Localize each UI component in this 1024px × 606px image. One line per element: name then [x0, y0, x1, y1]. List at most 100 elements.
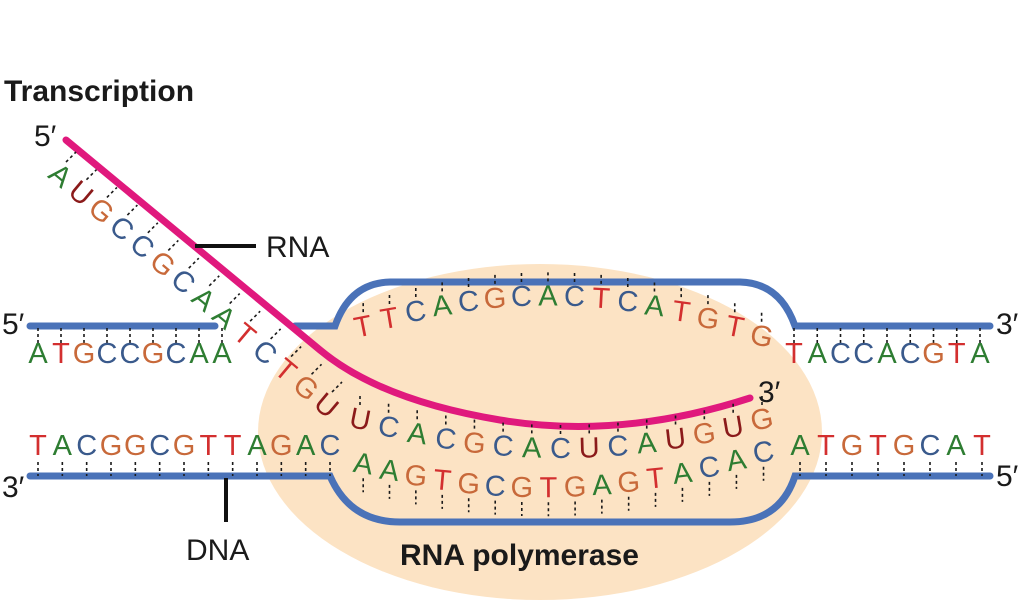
rna-3-prime-label: 3′: [758, 376, 781, 409]
rna-diagonal-tick-5: [147, 222, 159, 234]
top-bubble-base-15: T: [723, 310, 747, 345]
top-left-base-3: G: [73, 338, 96, 370]
rna-curve-base-11: A: [636, 427, 659, 461]
bottom-right-base-3: G: [841, 430, 864, 462]
rna-diagonal-tick-9: [229, 292, 241, 305]
bottom-left-base-7: G: [173, 430, 196, 462]
rna-diagonal-tick-13: [310, 363, 323, 375]
bottom-bubble-base-10: A: [591, 469, 613, 502]
bottom-left-base-1: T: [29, 430, 47, 462]
top-bubble-base-4: A: [431, 289, 454, 323]
bottom-left-base-11: G: [270, 430, 293, 462]
rna-label: RNA: [266, 231, 329, 264]
top-bubble-base-2: T: [378, 302, 401, 337]
bottom-right-base-2: T: [817, 430, 835, 462]
bottom-bubble-base-9: G: [563, 471, 586, 504]
top-right-base-2: A: [808, 338, 828, 370]
top-bubble-base-13: T: [670, 295, 692, 329]
rna-curve-base-4: C: [434, 422, 458, 456]
rna-5-prime-label: 5′: [34, 120, 57, 153]
rna-polymerase-label: RNA polymerase: [400, 539, 639, 572]
dna-label: DNA: [186, 534, 249, 567]
bottom-left-base-5: G: [124, 430, 147, 462]
rna-curve-base-12: U: [663, 422, 687, 456]
top-left-base-7: C: [166, 338, 187, 370]
bottom-bubble-base-3: G: [403, 459, 429, 493]
bottom-bubble-base-6: C: [484, 470, 506, 503]
rna-diagonal-tick-14: [331, 381, 343, 393]
bottom-left-base-10: A: [247, 430, 267, 462]
rna-diagonal-tick-1: [65, 151, 77, 163]
bottom-left-base-9: T: [224, 430, 242, 462]
rna-curve-base-10: C: [607, 430, 630, 463]
rna-curve-base-5: G: [462, 427, 487, 461]
bottom-left-base-13: C: [320, 430, 341, 462]
bottom-bubble-base-5: G: [456, 468, 481, 501]
rna-diagonal-tick-6: [167, 239, 179, 252]
rna-curve-base-6: C: [492, 430, 515, 463]
top-bubble-base-10: T: [591, 282, 611, 315]
top-right-base-1: T: [785, 338, 803, 370]
bottom-left-base-3: C: [76, 430, 97, 462]
top-right-base-5: A: [877, 338, 897, 370]
bottom-strand-5-prime-label: 5′: [996, 460, 1019, 493]
rna-diagonal-tick-3: [106, 186, 118, 198]
top-right-base-8: T: [948, 338, 966, 370]
top-bubble-base-9: C: [564, 281, 586, 314]
top-right-base-7: G: [922, 338, 945, 370]
bottom-bubble-base-8: T: [539, 472, 557, 504]
bottom-strand-3-prime-label: 3′: [2, 471, 25, 504]
rna-diagonal-tick-12: [290, 346, 302, 358]
base-pair-ticks: [37, 151, 983, 517]
top-left-base-5: C: [120, 338, 141, 370]
top-bubble-base-7: C: [511, 281, 533, 314]
rna-polymerase-body: [258, 264, 822, 600]
bottom-bubble-base-7: G: [510, 472, 533, 504]
rna-diagonal-tick-2: [85, 169, 98, 181]
bottom-bubble-base-12: T: [645, 462, 666, 496]
rna-strand: [62, 136, 754, 430]
bottom-left-base-8: T: [199, 430, 217, 462]
title: Transcription: [4, 75, 194, 108]
bottom-bubble-base-11: G: [616, 466, 641, 500]
top-left-base-2: T: [52, 338, 70, 370]
dna-bottom-strand: [26, 472, 994, 526]
rna-diagonal-tick-11: [270, 328, 282, 340]
top-bubble-base-3: C: [403, 295, 428, 330]
bottom-right-base-7: A: [946, 430, 966, 462]
top-right-base-3: C: [830, 338, 851, 370]
top-right-base-9: A: [970, 338, 990, 370]
bottom-right-base-8: T: [973, 430, 991, 462]
bottom-right-base-6: C: [920, 430, 941, 462]
top-bubble-base-12: A: [643, 289, 666, 323]
rna-diagonal-tick-10: [249, 310, 261, 322]
top-bubble-base-1: T: [351, 310, 375, 345]
bottom-left-base-12: A: [296, 430, 316, 462]
rna-diagonal-tick-7: [188, 257, 200, 269]
top-bubble-base-6: G: [483, 282, 507, 315]
top-right-base-4: C: [853, 338, 874, 370]
top-left-base-4: C: [97, 338, 118, 370]
top-left-base-9: A: [212, 338, 232, 370]
bottom-right-base-5: G: [893, 430, 916, 462]
bottom-bubble-base-4: T: [432, 464, 453, 497]
top-strand-3-prime-label: 3′: [996, 308, 1019, 341]
rna-curve-base-9: U: [578, 432, 600, 465]
bottom-right-base-1: A: [790, 430, 810, 462]
bottom-left-base-6: C: [149, 430, 170, 462]
top-left-base-6: G: [142, 338, 165, 370]
top-right-base-6: C: [900, 338, 921, 370]
bottom-left-base-4: G: [100, 430, 123, 462]
dna-top-strand: [26, 278, 994, 330]
rna-diagonal-tick-4: [126, 204, 138, 216]
bottom-bubble-base-14: C: [697, 451, 722, 486]
bottom-left-base-2: A: [53, 430, 73, 462]
rna-curve-base-8: C: [550, 433, 571, 465]
bottom-bubble-base-13: A: [671, 457, 695, 491]
rna-curve-base-13: G: [691, 417, 718, 452]
bottom-right-base-4: T: [869, 430, 887, 462]
top-bubble-base-5: C: [457, 285, 481, 319]
rna-diagonal-tick-8: [208, 275, 220, 287]
top-bubble-base-11: C: [616, 285, 640, 319]
